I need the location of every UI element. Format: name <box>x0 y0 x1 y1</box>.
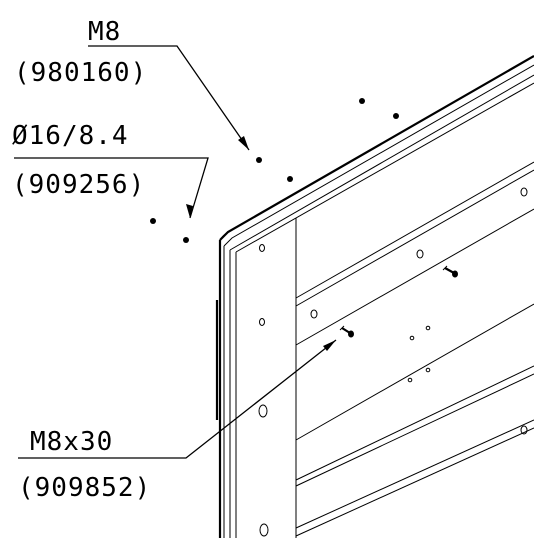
nut-icon <box>359 98 365 104</box>
callout-washer-arrowhead <box>186 204 193 218</box>
callout-bolt: M8x30 (909852) <box>18 339 337 503</box>
bolt-icon <box>339 325 354 338</box>
callout-m8: M8 (980160) <box>14 17 250 151</box>
callout-washer-code: (909256) <box>12 170 145 200</box>
callout-bolt-name: M8x30 <box>30 427 113 457</box>
callout-bolt-code: (909852) <box>18 473 151 503</box>
hole-small <box>407 377 413 383</box>
panel-frame <box>215 55 534 538</box>
callout-bolt-leader <box>18 339 337 459</box>
callout-m8-arrowhead <box>238 136 249 150</box>
beam-lower-bottom2 <box>295 373 534 487</box>
beam-lower-top <box>295 303 534 441</box>
nut-icon <box>256 157 262 163</box>
hole <box>259 318 265 326</box>
beam-lower-bottom <box>295 365 534 481</box>
washer-icon <box>183 237 189 243</box>
hole <box>259 244 265 252</box>
panel-holes <box>258 187 528 537</box>
hole <box>520 187 528 197</box>
callout-washer: Ø16/8.4 (909256) <box>12 121 209 219</box>
hole-small <box>409 335 415 341</box>
callout-m8-code: (980160) <box>14 58 147 88</box>
nut-icon <box>287 176 293 182</box>
frame-top-outer <box>219 55 534 241</box>
beam-upper-top <box>295 161 534 299</box>
frame-corner <box>219 231 229 241</box>
callout-washer-name: Ø16/8.4 <box>12 121 129 151</box>
hole <box>520 425 528 435</box>
hole-small <box>425 367 431 373</box>
hole <box>416 249 424 259</box>
frame-top-inner2 <box>235 82 534 253</box>
hole <box>310 309 318 319</box>
frame-top-inner <box>229 74 534 251</box>
hardware <box>150 98 458 338</box>
beam-upper-bottom <box>295 208 534 346</box>
hole-small <box>425 325 431 331</box>
beam-upper-top2 <box>295 169 534 307</box>
nut-icon <box>393 113 399 119</box>
callout-bolt-arrowhead <box>323 340 336 351</box>
hole-large <box>259 523 269 537</box>
frame-top-mid <box>223 64 534 247</box>
callout-washer-leader <box>14 157 209 219</box>
beam-bottom-top <box>295 419 534 529</box>
washer-icon <box>150 218 156 224</box>
hole-large <box>258 404 268 418</box>
beam-bottom-top2 <box>295 427 534 537</box>
callout-m8-name: M8 <box>88 17 121 47</box>
bolt-icon <box>442 265 458 278</box>
callout-m8-leader <box>88 45 250 151</box>
